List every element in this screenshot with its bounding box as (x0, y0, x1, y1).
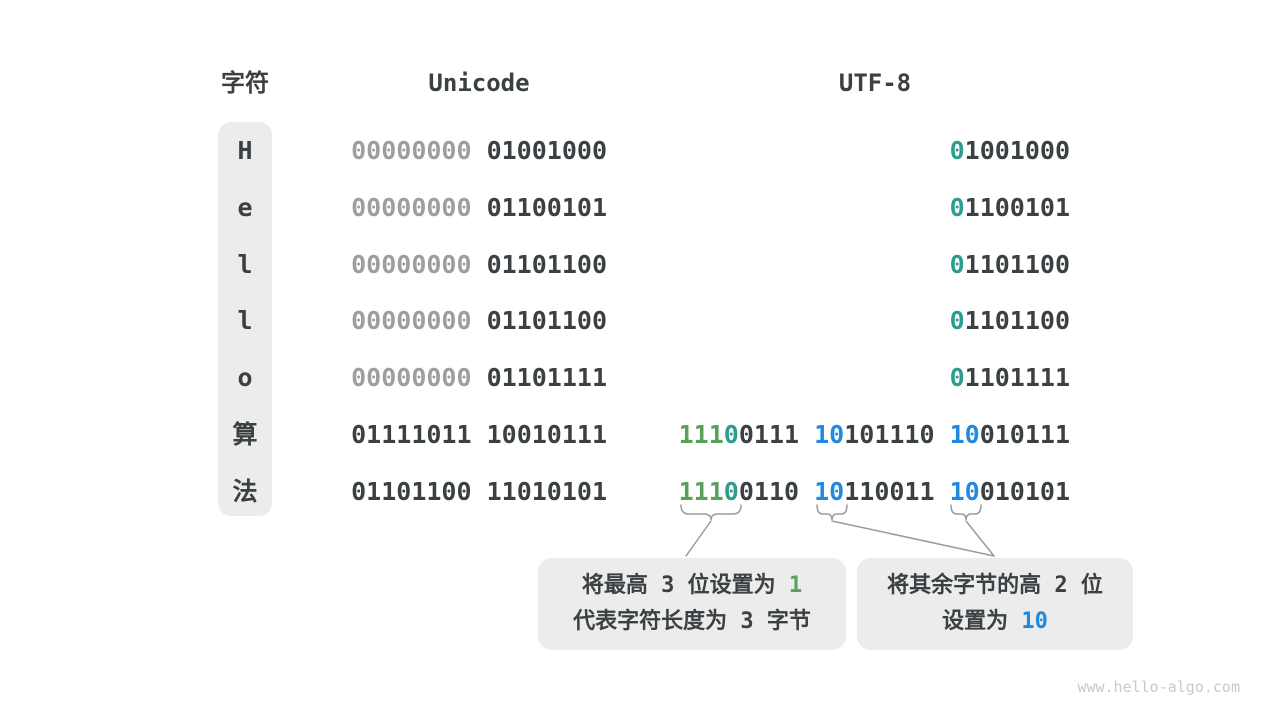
binary-segment-teal: 0 (949, 249, 965, 279)
character-cell: 算 (232, 420, 258, 449)
binary-segment-dark: 01101100 (471, 306, 607, 336)
binary-segment-dark: 0111 (738, 420, 815, 449)
callout-right-line2-highlight: 10 (1021, 609, 1048, 634)
binary-segment-green: 111 (678, 476, 724, 506)
column-header-utf8: UTF-8 (838, 69, 912, 97)
character-cell: 法 (232, 476, 258, 506)
column-header-character: 字符 (221, 69, 269, 97)
binary-segment-gray: 00000000 (351, 192, 472, 222)
binary-segment-teal: 0 (949, 363, 965, 393)
callout-left-line1: 将最高 3 位设置为 1 (582, 568, 802, 604)
binary-segment-teal: 0 (723, 420, 739, 449)
binary-segment-dark: 010111 (979, 420, 1070, 449)
binary-segment-dark: 110011 (844, 476, 950, 506)
binary-segment-blue: 10 (949, 476, 980, 506)
utf8-value-cell: 11100111 10101110 10010111 (670, 418, 1070, 452)
callout-right-line1: 将其余字节的高 2 位 (887, 573, 1103, 598)
binary-segment-gray: 00000000 (351, 363, 472, 393)
utf8-value-cell: 01001000 (670, 134, 1070, 168)
character-column-background (218, 122, 272, 516)
character-cell: H (237, 136, 253, 165)
character-cell: l (237, 249, 253, 279)
utf8-value-cell: 01101100 (670, 304, 1070, 338)
binary-segment-teal: 0 (949, 306, 965, 336)
binary-segment-gray: 00000000 (351, 306, 472, 336)
binary-segment-dark: 01100101 (471, 192, 607, 222)
utf8-value-cell: 01101100 (670, 248, 1070, 282)
column-header-unicode: Unicode (428, 69, 530, 97)
binary-segment-gray: 00000000 (351, 136, 472, 165)
watermark: www.hello-algo.com (1077, 678, 1240, 696)
callout-high-bits-rule: 将最高 3 位设置为 1 代表字符长度为 3 字节 (538, 558, 846, 650)
binary-segment-dark: 01101100 (471, 249, 607, 279)
unicode-value-cell: 01111011 10010111 (347, 418, 607, 452)
unicode-value-cell: 01101100 11010101 (347, 475, 607, 509)
callout-left-line2: 代表字符长度为 3 字节 (573, 609, 811, 634)
binary-segment-dark: 1101100 (964, 249, 1070, 279)
binary-segment-gray: 00000000 (351, 249, 472, 279)
callout-right-line2-text: 设置为 (942, 609, 1022, 634)
binary-segment-teal: 0 (723, 476, 739, 506)
utf8-value-cell: 11100110 10110011 10010101 (670, 475, 1070, 509)
unicode-value-cell: 00000000 01101111 (347, 361, 607, 395)
binary-segment-dark: 01101111 (471, 363, 607, 393)
binary-segment-dark: 01101100 11010101 (351, 476, 607, 506)
utf8-value-cell: 01100101 (670, 191, 1070, 225)
callout-left-line1-highlight: 1 (788, 573, 803, 598)
binary-segment-dark: 01111011 10010111 (351, 420, 607, 449)
binary-segment-dark: 0110 (738, 476, 815, 506)
binary-segment-blue: 10 (949, 420, 980, 449)
binary-segment-blue: 10 (814, 476, 845, 506)
binary-segment-dark: 1101111 (964, 363, 1070, 393)
callout-right-line2: 设置为 10 (942, 604, 1048, 640)
callout-continuation-bits-rule: 将其余字节的高 2 位 设置为 10 (857, 558, 1133, 650)
unicode-value-cell: 00000000 01001000 (347, 134, 607, 168)
binary-segment-teal: 0 (949, 192, 965, 222)
binary-segment-dark: 101110 (844, 420, 950, 449)
callout-left-line1-text: 将最高 3 位设置为 (581, 573, 789, 598)
binary-segment-green: 111 (678, 420, 724, 449)
character-cell: e (237, 192, 253, 222)
binary-segment-teal: 0 (949, 136, 965, 165)
unicode-value-cell: 00000000 01101100 (347, 248, 607, 282)
utf8-value-cell: 01101111 (670, 361, 1070, 395)
binary-segment-dark: 1001000 (964, 136, 1070, 165)
character-cell: o (237, 363, 253, 393)
binary-segment-dark: 01001000 (471, 136, 607, 165)
character-cell: l (237, 306, 253, 336)
binary-segment-dark: 1101100 (964, 306, 1070, 336)
binary-segment-dark: 010101 (979, 476, 1070, 506)
binary-segment-blue: 10 (814, 420, 845, 449)
unicode-value-cell: 00000000 01100101 (347, 191, 607, 225)
binary-segment-dark: 1100101 (964, 192, 1070, 222)
unicode-value-cell: 00000000 01101100 (347, 304, 607, 338)
